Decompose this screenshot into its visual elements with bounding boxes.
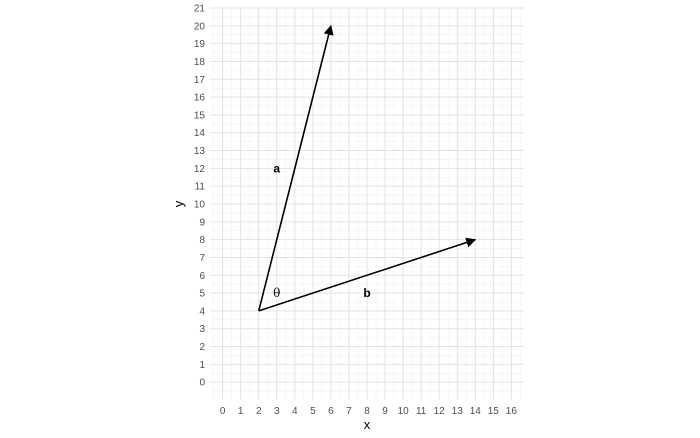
vector-b-arrow	[258, 237, 477, 312]
x-axis-title: x	[364, 417, 371, 432]
y-tick-label: 12	[194, 164, 206, 175]
y-tick-label: 6	[199, 271, 205, 282]
grid-major-lines	[210, 7, 524, 400]
x-tick-label: 14	[470, 406, 482, 417]
x-tick-label: 15	[488, 406, 500, 417]
x-tick-label: 1	[238, 406, 244, 417]
y-tick-label: 3	[199, 324, 205, 335]
x-tick-label: 16	[506, 406, 518, 417]
y-tick-label: 9	[199, 217, 205, 228]
y-tick-label: 11	[195, 182, 206, 193]
vector-a-arrow	[257, 24, 334, 312]
y-tick-label: 0	[199, 378, 205, 389]
vector-b-label: b	[363, 286, 370, 300]
y-tick-label: 10	[194, 200, 206, 211]
x-tick-label: 7	[346, 406, 352, 417]
vectors	[257, 24, 477, 312]
x-tick-label: 13	[452, 406, 464, 417]
y-tick-label: 20	[194, 21, 206, 32]
y-tick-label: 19	[194, 39, 206, 50]
x-tick-label: 8	[364, 406, 370, 417]
y-tick-label: 7	[199, 253, 205, 264]
y-tick-label: 1	[199, 360, 205, 371]
y-tick-label: 14	[194, 128, 206, 139]
y-tick-label: 5	[199, 289, 205, 300]
x-tick-label: 5	[310, 406, 316, 417]
x-tick-label: 0	[220, 406, 226, 417]
x-tick-label: 3	[274, 406, 280, 417]
y-tick-label: 15	[194, 110, 206, 121]
vector-labels: a b θ	[273, 161, 371, 300]
x-tick-label: 10	[398, 406, 410, 417]
y-axis-title: y	[171, 200, 186, 207]
y-tick-label: 17	[194, 75, 206, 86]
y-tick-label: 21	[194, 4, 206, 15]
angle-theta-label: θ	[273, 286, 280, 300]
x-tick-label: 12	[434, 406, 446, 417]
y-tick-label: 13	[194, 146, 206, 157]
y-tick-label: 18	[194, 57, 206, 68]
x-tick-label: 11	[416, 406, 427, 417]
y-tick-label: 16	[194, 93, 206, 104]
x-tick-label: 6	[328, 406, 334, 417]
y-tick-label: 4	[199, 306, 205, 317]
x-tick-label: 2	[256, 406, 262, 417]
y-tick-label: 2	[199, 342, 205, 353]
x-tick-label: 4	[292, 406, 298, 417]
x-tick-label: 9	[382, 406, 388, 417]
y-tick-label: 8	[199, 235, 205, 246]
vector-a-label: a	[273, 161, 280, 175]
